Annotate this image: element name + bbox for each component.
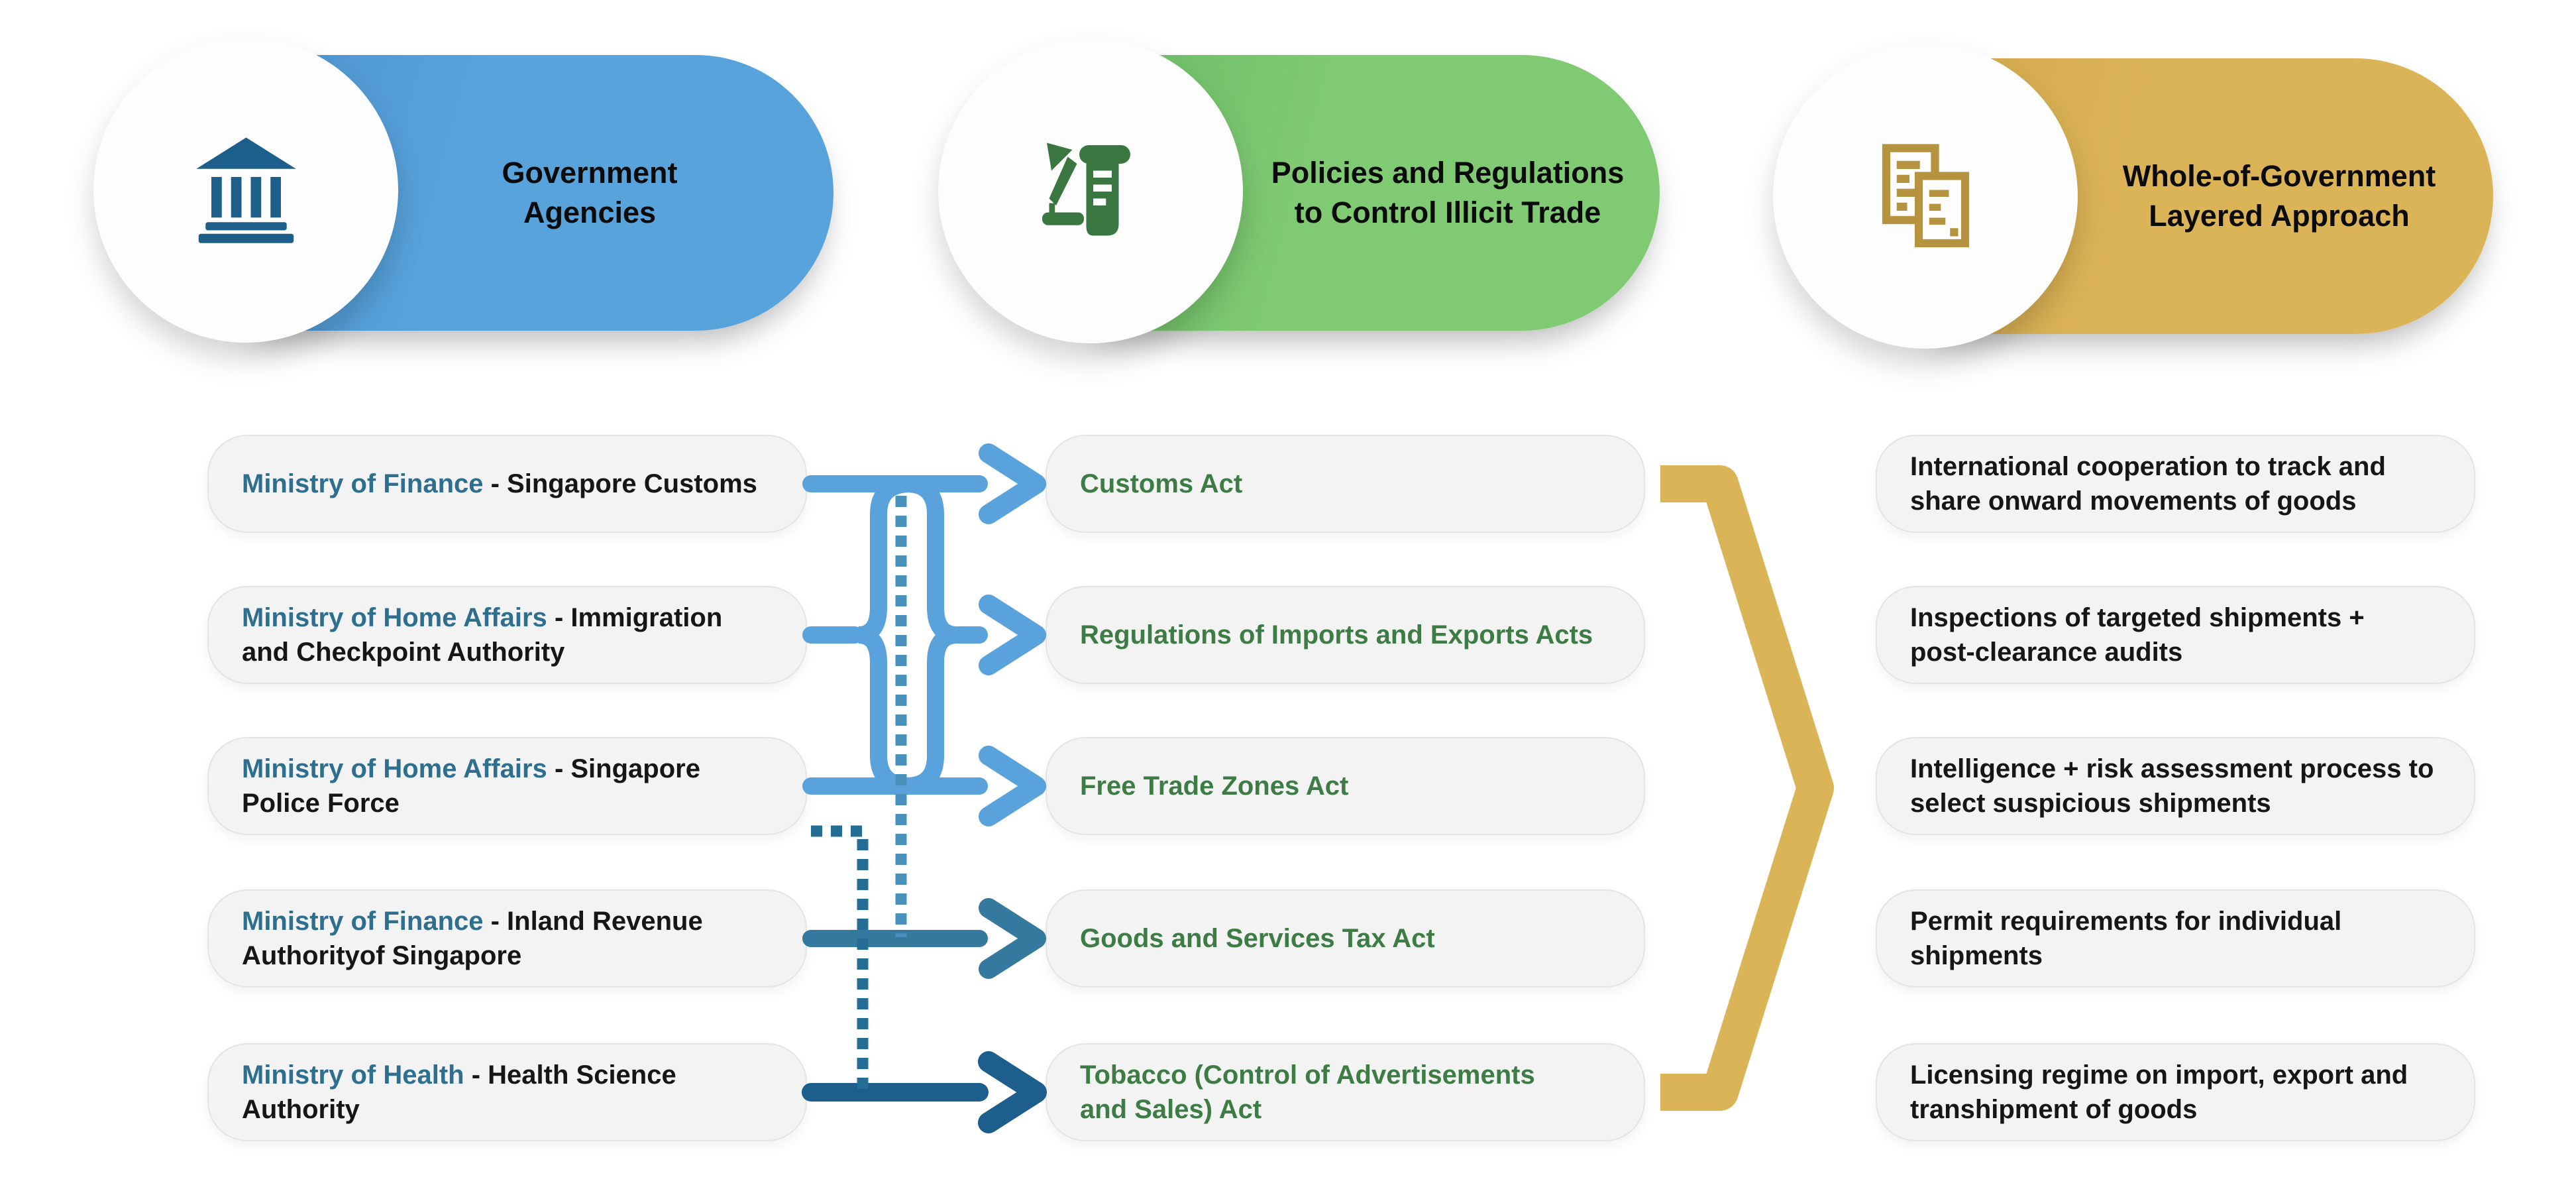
arrowhead-row2	[979, 595, 1046, 675]
approach-label: Permit requirements for individual shipm…	[1910, 907, 2342, 970]
bank-icon	[188, 131, 304, 250]
bracket-right-rail	[898, 475, 957, 795]
header-circle-government	[93, 38, 398, 343]
bracket-left-rail	[857, 475, 919, 795]
act-label: Tobacco (Control of Advertisements and S…	[1080, 1060, 1535, 1124]
act-label: Customs Act	[1080, 469, 1243, 498]
ministry-name: Ministry of Home Affairs	[242, 754, 547, 783]
header-title-government-agencies: Government Agencies	[411, 55, 769, 331]
agency-box-iras: Ministry of Finance - Inland Revenue Aut…	[207, 889, 807, 988]
ministry-name: Ministry of Home Affairs	[242, 603, 547, 632]
blue-bracket-lines	[802, 475, 988, 795]
agency-name: - Singapore Police Force	[242, 754, 700, 818]
act-box-customs-act: Customs Act	[1046, 435, 1645, 533]
gold-chevron	[1660, 465, 1834, 1111]
agency-label: Ministry of Home Affairs - Immigration a…	[242, 600, 722, 669]
header-line: Whole-of-Government	[2122, 159, 2436, 193]
agency-label: Ministry of Health - Health Science Auth…	[242, 1058, 676, 1127]
blue-arrowheads	[979, 443, 1046, 826]
agency-name: - Singapore Customs	[490, 469, 757, 498]
approach-box-inspections: Inspections of targeted shipments + post…	[1876, 586, 2475, 684]
header-title-policies-regulations: Policies and Regulations to Control Illi…	[1259, 55, 1637, 331]
agency-name: - Immigration and Checkpoint Authority	[242, 603, 723, 667]
header-line: Government	[502, 156, 678, 190]
arrowhead-row4	[979, 898, 1046, 979]
approach-label: Inspections of targeted shipments + post…	[1910, 603, 2365, 667]
approach-box-international-cooperation: International cooperation to track and s…	[1876, 435, 2475, 533]
agency-box-police-force: Ministry of Home Affairs - Singapore Pol…	[207, 737, 807, 835]
agency-box-hsa: Ministry of Health - Health Science Auth…	[207, 1043, 807, 1141]
act-box-tobacco-act: Tobacco (Control of Advertisements and S…	[1046, 1043, 1645, 1141]
header-line: Policies and Regulations	[1271, 156, 1625, 190]
act-box-gst-act: Goods and Services Tax Act	[1046, 889, 1645, 988]
agency-label: Ministry of Home Affairs - Singapore Pol…	[242, 752, 700, 821]
header-line: to Control Illicit Trade	[1294, 196, 1601, 229]
header-circle-policies	[938, 38, 1243, 343]
header-circle-approach	[1773, 44, 2078, 349]
arrowhead-row5	[978, 1051, 1047, 1133]
act-label: Regulations of Imports and Exports Acts	[1080, 620, 1593, 650]
agency-label: Ministry of Finance - Singapore Customs	[242, 467, 757, 501]
approach-box-licensing: Licensing regime on import, export and t…	[1876, 1043, 2475, 1141]
act-label: Free Trade Zones Act	[1080, 771, 1349, 801]
approach-label: International cooperation to track and s…	[1910, 452, 2386, 516]
header-title-whole-of-government: Whole-of-Government Layered Approach	[2094, 58, 2465, 334]
agency-name: - Health Science Authority	[242, 1060, 676, 1124]
header-line: Layered Approach	[2149, 199, 2410, 233]
ministry-name: Ministry of Finance	[242, 469, 484, 498]
ministry-name: Ministry of Finance	[242, 907, 484, 936]
agency-box-ica: Ministry of Home Affairs - Immigration a…	[207, 586, 807, 684]
approach-label: Licensing regime on import, export and t…	[1910, 1060, 2408, 1124]
approach-box-permits: Permit requirements for individual shipm…	[1876, 889, 2475, 988]
act-label: Goods and Services Tax Act	[1080, 924, 1435, 953]
documents-icon	[1868, 137, 1984, 256]
agency-name: - Inland Revenue Authorityof Singapore	[242, 907, 703, 970]
act-box-free-trade-zones-act: Free Trade Zones Act	[1046, 737, 1645, 835]
agency-box-singapore-customs: Ministry of Finance - Singapore Customs	[207, 435, 807, 533]
header-line: Agencies	[523, 196, 657, 229]
arrowhead-row3	[979, 746, 1046, 826]
arrowhead-row1	[979, 443, 1046, 524]
approach-label: Intelligence + risk assessment process t…	[1910, 754, 2434, 818]
scroll-pen-icon	[1033, 131, 1149, 251]
ministry-name: Ministry of Health	[242, 1060, 464, 1090]
approach-box-intelligence: Intelligence + risk assessment process t…	[1876, 737, 2475, 835]
agency-label: Ministry of Finance - Inland Revenue Aut…	[242, 904, 703, 973]
act-box-imports-exports-act: Regulations of Imports and Exports Acts	[1046, 586, 1645, 684]
dotted-line-dark	[811, 825, 869, 1090]
